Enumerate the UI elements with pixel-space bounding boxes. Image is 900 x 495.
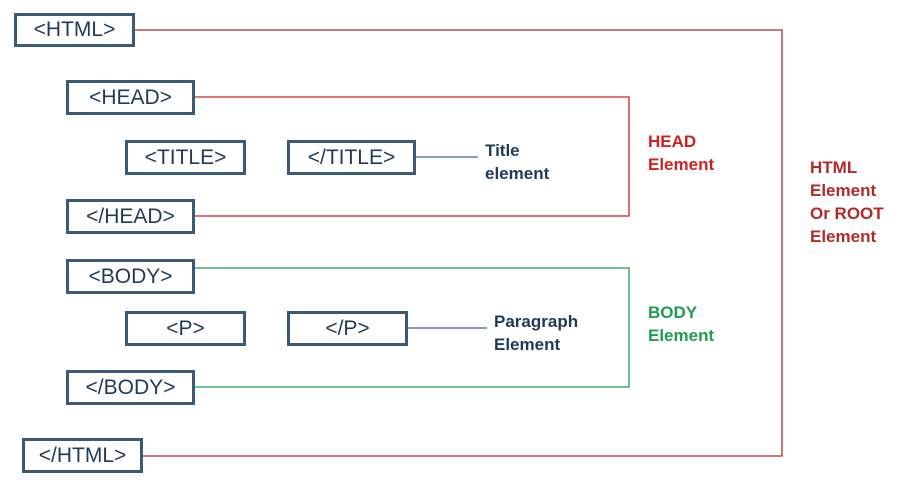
- html-bracket-line: [134, 29, 783, 457]
- paragraph-element-label: Paragraph Element: [494, 312, 579, 354]
- title-close-tag: </TITLE>: [287, 140, 416, 175]
- html-open-tag: <HTML>: [14, 13, 135, 47]
- body-open-tag: <BODY>: [66, 259, 195, 294]
- p-close-tag: </P>: [287, 311, 408, 346]
- title-element-label: Title element: [485, 141, 550, 183]
- body-element-label: BODY Element: [648, 303, 715, 345]
- head-bracket-line: [194, 96, 630, 217]
- body-bracket-line: [194, 267, 630, 388]
- head-close-tag: </HEAD>: [66, 199, 195, 234]
- html-close-tag: </HTML>: [22, 438, 143, 473]
- html-element-label: HTML Element Or ROOT Element: [810, 158, 884, 246]
- p-open-tag: <P>: [125, 311, 246, 346]
- title-open-tag: <TITLE>: [125, 140, 246, 175]
- body-close-tag: </BODY>: [66, 370, 195, 405]
- head-element-label: HEAD Element: [648, 132, 715, 174]
- head-open-tag: <HEAD>: [66, 80, 195, 115]
